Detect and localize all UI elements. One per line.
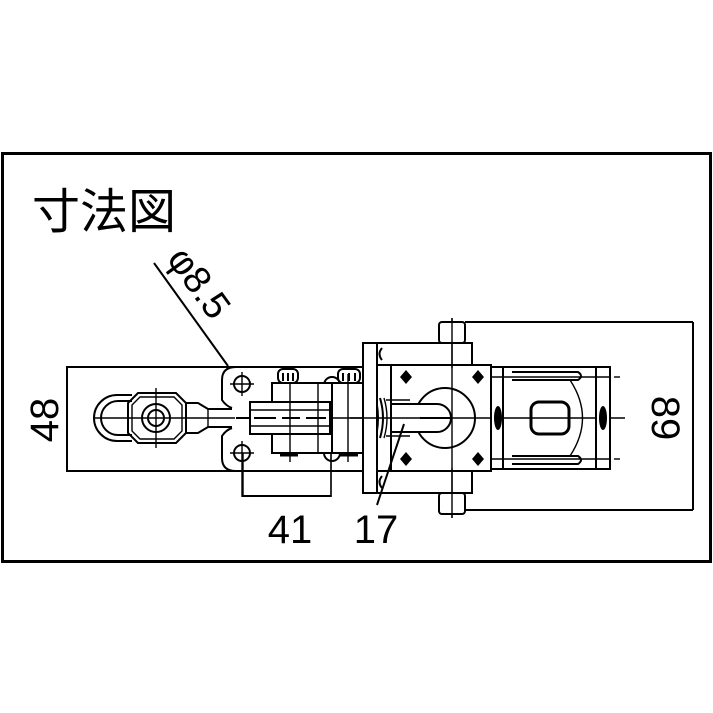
dim-89 — [465, 321, 694, 511]
frame-border — [1, 152, 712, 563]
drawing-title: 寸法図 — [32, 184, 176, 240]
linkage-body — [249, 368, 388, 462]
leader-phi85 — [153, 262, 229, 367]
leader-17 — [376, 423, 405, 506]
bolt-diamond — [472, 452, 484, 466]
dim-label-17: 17 — [354, 508, 399, 552]
dim-label-89: 89 — [643, 396, 687, 441]
dim-label-41: 41 — [268, 508, 313, 552]
bolt-diamond — [472, 370, 484, 384]
clamp-head — [490, 366, 620, 470]
dim-label-48: 48 — [23, 398, 67, 443]
bolt-diamond — [400, 452, 412, 466]
dim-label-phi85: φ8.5 — [159, 240, 239, 327]
clamp-housing — [350, 318, 625, 518]
bolt-diamond — [400, 370, 412, 384]
dim-41 — [242, 453, 332, 497]
pad-slot — [529, 400, 571, 436]
handle-assembly — [93, 388, 260, 448]
